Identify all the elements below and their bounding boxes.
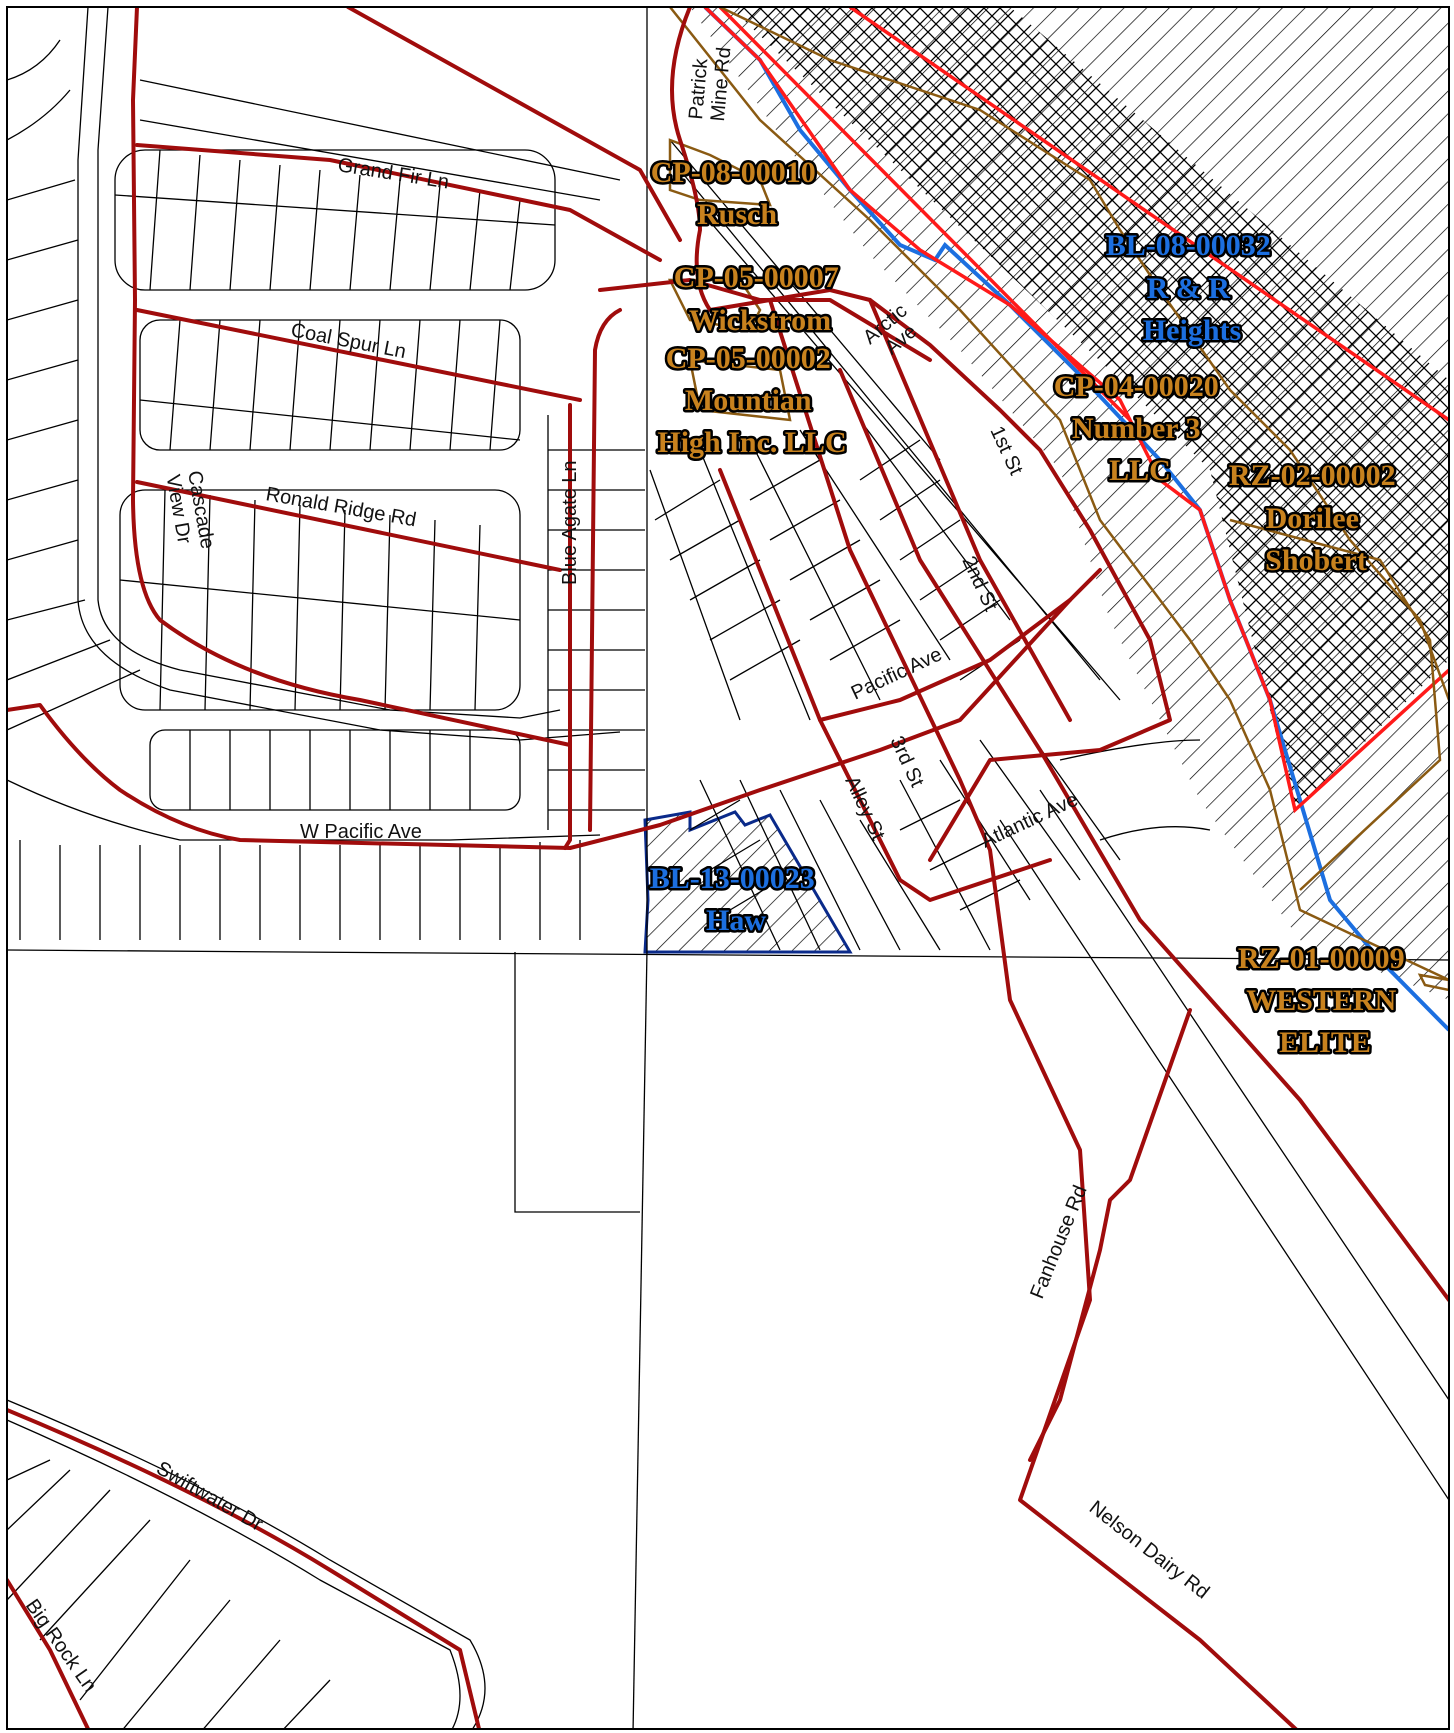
road-label-blue-agate: Blue Agate Ln <box>559 460 581 585</box>
case-outlines <box>667 7 1449 992</box>
waterway-line <box>703 7 1449 1032</box>
case-label-cp-05-00007: CP-05-00007 Wickstrom <box>674 261 846 337</box>
case-label-cp-04-00020: CP-04-00020 Number 3 LLC <box>1054 370 1226 487</box>
road-label-w-pacific: W Pacific Ave <box>300 821 422 843</box>
map-frame <box>6 6 1450 1730</box>
road-centerlines <box>7 7 1449 1729</box>
case-label-bl-08-00032: BL-08-00032 R & R Heights <box>1106 229 1279 347</box>
case-labels: CP-08-00010 Rusch CP-05-00007 Wickstrom … <box>647 154 1412 1062</box>
svg-text:Patrick: Patrick <box>685 57 712 121</box>
case-label-rz-02-00002: RZ-02-00002 Dorilee Shobert <box>1229 459 1403 577</box>
crosshatch-zone-bl-08-00032 <box>730 7 1449 810</box>
road-label-patrick-mine: Patrick Mine Rd <box>685 46 735 122</box>
case-label-rz-01-00009: RZ-01-00009 WESTERN ELITE <box>1238 942 1412 1059</box>
case-label-cp-08-00010: CP-08-00010 Rusch <box>651 156 823 231</box>
case-label-cp-05-00002: CP-05-00002 Mountian High Inc. LLC <box>657 342 846 459</box>
parcel-lines <box>7 7 1449 1729</box>
case-label-bl-13-00023: BL-13-00023 Haw <box>650 862 823 937</box>
zoning-boundaries <box>703 7 1449 814</box>
